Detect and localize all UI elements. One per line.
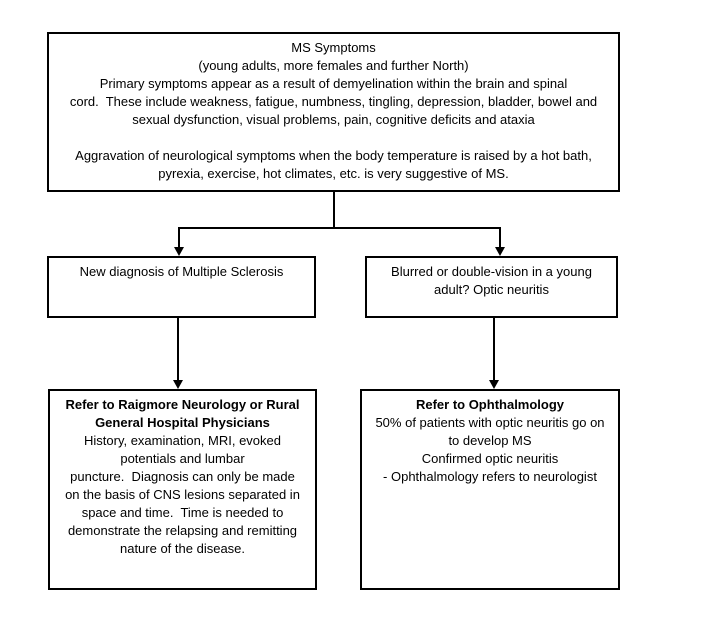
new-diagnosis-text: New diagnosis of Multiple Sclerosis bbox=[79, 264, 284, 279]
optic-neuritis-text: Blurred or double-vision in a young adul… bbox=[391, 264, 592, 297]
connector-right-stem-2 bbox=[493, 318, 495, 380]
connector-right-stem bbox=[499, 227, 501, 247]
node-ms-symptoms: MS Symptoms (young adults, more females … bbox=[47, 32, 620, 192]
refer-neurology-body: History, examination, MRI, evoked potent… bbox=[65, 433, 300, 556]
connector-branch bbox=[178, 227, 501, 229]
refer-ophthalmology-body: 50% of patients with optic neuritis go o… bbox=[375, 415, 605, 484]
node-refer-neurology: Refer to Raigmore Neurology or Rural Gen… bbox=[48, 389, 317, 590]
node-optic-neuritis: Blurred or double-vision in a young adul… bbox=[365, 256, 618, 318]
arrow-down-icon bbox=[495, 247, 505, 256]
connector-left-stem-2 bbox=[177, 318, 179, 380]
ms-symptoms-text: MS Symptoms (young adults, more females … bbox=[69, 40, 598, 181]
connector-left-stem bbox=[178, 227, 180, 247]
node-new-diagnosis: New diagnosis of Multiple Sclerosis bbox=[47, 256, 316, 318]
node-refer-ophthalmology: Refer to Ophthalmology 50% of patients w… bbox=[360, 389, 620, 590]
refer-neurology-title: Refer to Raigmore Neurology or Rural Gen… bbox=[65, 397, 300, 430]
arrow-down-icon bbox=[489, 380, 499, 389]
arrow-down-icon bbox=[174, 247, 184, 256]
refer-ophthalmology-title: Refer to Ophthalmology bbox=[415, 397, 565, 412]
arrow-down-icon bbox=[173, 380, 183, 389]
connector-stem-top bbox=[333, 192, 335, 229]
